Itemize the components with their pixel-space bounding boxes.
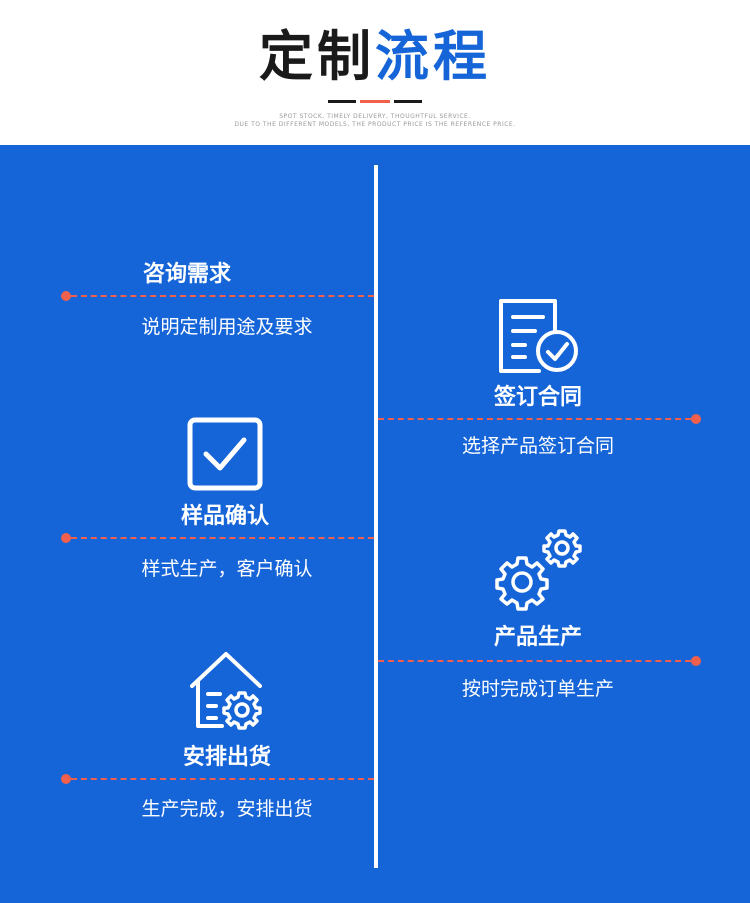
step-5-title: 安排出货	[182, 745, 271, 770]
step-5-dot	[61, 774, 71, 784]
decor-bar-right	[394, 100, 422, 103]
checkbox-icon	[186, 416, 264, 496]
document-check-icon	[495, 297, 581, 379]
step-3-dashline	[71, 537, 374, 539]
step-1-desc: 说明定制用途及要求	[141, 316, 313, 338]
gears-icon	[492, 526, 586, 616]
step-1-title: 咨询需求	[142, 262, 231, 287]
step-3-title: 样品确认	[180, 504, 269, 529]
step-3-dot	[61, 533, 71, 543]
subtitle-line1: SPOT STOCK, TIMELY DELIVERY, THOUGHTFUL …	[279, 113, 471, 120]
warehouse-gear-icon	[186, 650, 266, 734]
page-title: 定制流程	[0, 22, 750, 92]
subtitle-line2: DUE TO THE DIFFERENT MODELS, THE PRODUCT…	[234, 121, 516, 128]
center-divider	[374, 165, 378, 868]
step-5-dashline	[71, 778, 374, 780]
step-2-dashline	[378, 418, 691, 420]
decor-bar-left	[328, 100, 356, 103]
title-part2: 流程	[375, 25, 491, 88]
step-4-dashline	[378, 660, 691, 662]
header: 定制流程 SPOT STOCK, TIMELY DELIVERY, THOUGH…	[0, 0, 750, 145]
step-3-desc: 样式生产，客户确认	[141, 558, 313, 580]
step-1-dashline	[71, 295, 374, 297]
step-4-dot	[691, 656, 701, 666]
step-2-dot	[691, 414, 701, 424]
step-5-desc: 生产完成，安排出货	[141, 798, 313, 820]
step-2-title: 签订合同	[493, 385, 582, 410]
step-4-title: 产品生产	[493, 625, 582, 650]
decor-bar-center	[360, 100, 390, 103]
step-4-desc: 按时完成订单生产	[461, 678, 614, 700]
step-1-dot	[61, 291, 71, 301]
title-part1: 定制	[259, 25, 375, 88]
step-2-desc: 选择产品签订合同	[461, 435, 614, 457]
